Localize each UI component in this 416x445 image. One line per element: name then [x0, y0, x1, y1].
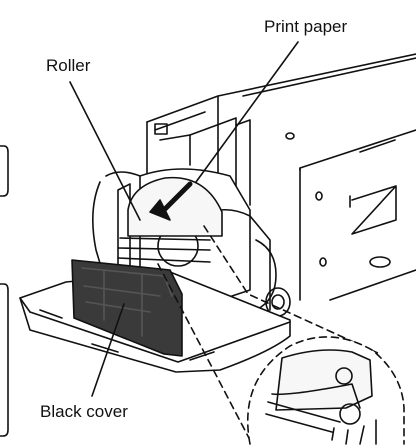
leader-black-cover [91, 303, 125, 397]
magnifier-detail [246, 336, 405, 445]
black-cover-label: Black cover [40, 402, 128, 421]
roller-label: Roller [46, 56, 91, 75]
print-paper-label: Print paper [264, 17, 348, 36]
printer-body [146, 53, 416, 301]
left-panel-edge-top [0, 145, 9, 197]
print-paper [127, 176, 223, 237]
magnifier-callout [157, 225, 381, 441]
leader-roller [69, 81, 141, 221]
leader-print-paper [195, 41, 299, 183]
left-panel-edge-bottom [0, 283, 9, 437]
